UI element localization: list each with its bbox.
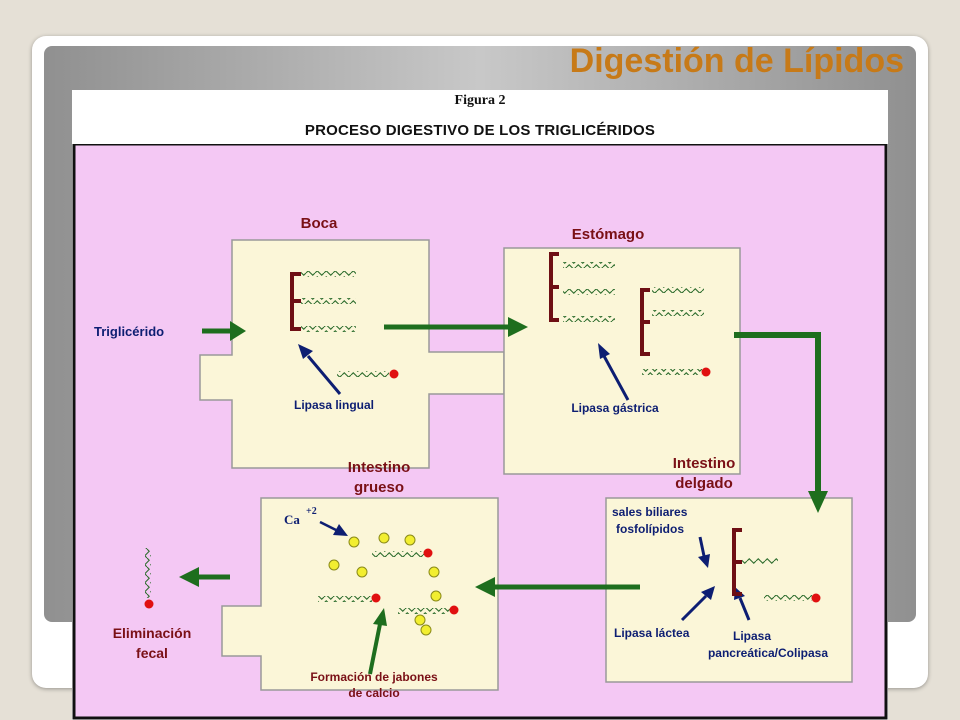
- free-fatty-acid-large-intestine-2: [318, 593, 381, 603]
- lingual-lipase-label: Lipasa lingual: [294, 398, 374, 412]
- flow-arrow-to-elimination: [179, 567, 230, 587]
- triglyceride-molecule-stomach-1: [549, 252, 615, 322]
- stomach-label: Estómago: [572, 226, 645, 243]
- pancreatic-lipase-label-line1: Lipasa: [733, 629, 771, 643]
- soap-formation-label-line2: de calcio: [348, 686, 399, 700]
- digestion-diagram: Boca Estómago Triglicérido Lipasa lingua…: [72, 144, 888, 720]
- agent-arrow-bile-salts: [698, 536, 710, 568]
- figure-caption: Figura 2: [454, 93, 506, 108]
- enzyme-arrow-lingual: [298, 344, 342, 395]
- calcium-ions: [328, 532, 442, 636]
- flow-arrow-small-to-large-intestine: [475, 577, 640, 597]
- free-fatty-acid-large-intestine-1: [372, 548, 433, 558]
- enzyme-arrow-gastric: [598, 343, 630, 401]
- elimination-label-line2: fecal: [136, 645, 168, 661]
- figure-heading: PROCESO DIGESTIVO DE LOS TRIGLICÉRIDOS: [304, 122, 656, 139]
- phospholipids-label: fosfolípidos: [616, 522, 684, 536]
- input-triglyceride-label: Triglicérido: [94, 324, 164, 339]
- flow-arrow-mouth-to-stomach: [384, 317, 528, 337]
- mouth-label: Boca: [301, 215, 338, 232]
- small-intestine-organ: [605, 497, 853, 683]
- figure-panel: Figura 2 PROCESO DIGESTIVO DE LOS TRIGLI…: [72, 90, 888, 720]
- flow-arrow-stomach-to-small-intestine: [734, 332, 828, 513]
- soap-formation-arrow: [368, 608, 387, 675]
- elimination-label-line1: Eliminación: [113, 625, 192, 641]
- small-intestine-label-line1: Intestino: [673, 455, 736, 472]
- diglyceride-molecule-stomach-2: [640, 287, 704, 356]
- triglyceride-molecule-mouth: [290, 271, 356, 332]
- large-intestine-label-line2: grueso: [354, 479, 404, 496]
- free-fatty-acid-mouth: [337, 369, 399, 379]
- gastric-lipase-label: Lipasa gástrica: [571, 401, 659, 415]
- free-fatty-acid-small-intestine: [764, 593, 821, 603]
- large-intestine-label-line1: Intestino: [348, 459, 411, 476]
- flow-arrow-into-mouth: [202, 321, 246, 341]
- soap-formation-label-line1: Formación de jabones: [310, 670, 438, 684]
- small-intestine-label-line2: delgado: [675, 475, 733, 492]
- milk-lipase-label: Lipasa láctea: [614, 626, 690, 640]
- eliminated-fatty-acid: [144, 548, 154, 609]
- stomach-organ: [503, 247, 741, 475]
- pancreatic-lipase-label-line2: pancreática/Colipasa: [708, 646, 828, 660]
- bile-salts-label: sales biliares: [612, 505, 688, 519]
- ion-arrow-calcium: [319, 520, 348, 536]
- slide-title: Digestión de Lípidos: [569, 42, 904, 80]
- calcium-ion-label: Ca: [284, 512, 300, 527]
- monoglyceride-molecule-small-intestine: [732, 528, 778, 596]
- calcium-ion-charge: +2: [306, 506, 317, 517]
- enzyme-arrow-milk-lipase: [680, 586, 715, 622]
- mouth-organ: [199, 239, 505, 469]
- free-fatty-acid-stomach: [642, 367, 711, 377]
- large-intestine-organ: [221, 497, 499, 691]
- free-fatty-acid-large-intestine-3: [398, 605, 459, 615]
